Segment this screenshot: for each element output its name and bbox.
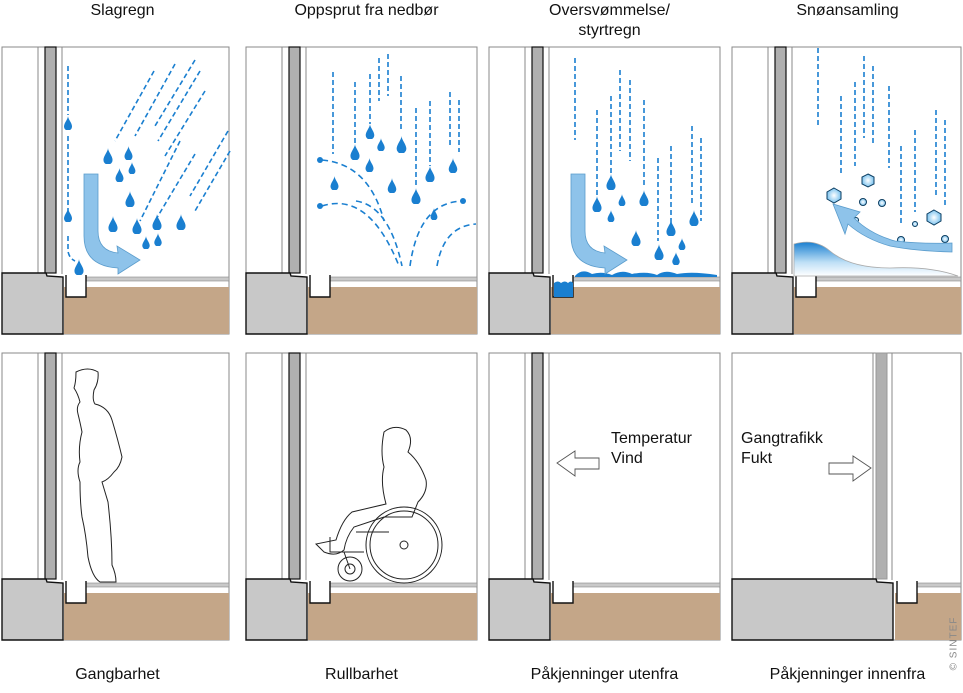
- panel-pakjenninger-innenfra: Gangtrafikk Fukt: [730, 352, 963, 642]
- panel-rullbarhet-drawing: [245, 352, 478, 641]
- title-oppsprut: Oppsprut fra nedbør: [294, 2, 439, 19]
- drain-water: [554, 281, 573, 297]
- title-snoansamling: Snøansamling: [796, 2, 899, 19]
- drain-channel: [65, 275, 87, 298]
- panel-oversvommelse-drawing: [488, 46, 721, 335]
- water-flow-arrow-icon: [83, 173, 141, 275]
- wind-arrow-icon: [832, 203, 953, 253]
- falling-snow: [817, 48, 946, 226]
- outside-loads-label: Temperatur Vind: [611, 429, 692, 469]
- title-slagregn: Slagregn: [90, 2, 155, 19]
- wheelchair-user-icon: [314, 426, 443, 584]
- caption-rullbarhet: Rullbarhet: [325, 666, 398, 683]
- flood-water: [575, 271, 717, 277]
- panel-gangbarhet-drawing: [1, 352, 230, 641]
- caption-gangbarhet: Gangbarhet: [75, 666, 160, 683]
- caption-pakjenninger-utenfra: Påkjenninger utenfra: [530, 666, 679, 683]
- arrow-left-icon: [556, 450, 600, 477]
- arrow-right-icon: [828, 455, 872, 482]
- panel-oversvommelse: [487, 46, 722, 336]
- panel-oppsprut: [244, 46, 479, 336]
- panel-snoansamling-drawing: [731, 46, 962, 335]
- panel-rullbarhet: [244, 352, 479, 642]
- label-temperatur: Temperatur: [611, 430, 692, 447]
- label-fukt: Fukt: [741, 450, 773, 467]
- credit-text: © SINTEF: [948, 616, 960, 671]
- panel-oppsprut-drawing: [245, 46, 478, 335]
- panel-gangbarhet: [0, 352, 235, 642]
- panel-snoansamling: [730, 46, 963, 336]
- panel-slagregn: [0, 46, 235, 336]
- concrete-foundation: [1, 272, 64, 335]
- water-flow-arrow-icon: [570, 173, 628, 275]
- splash-arcs: [321, 159, 477, 267]
- panel-slagregn-drawing: [1, 46, 231, 335]
- falling-rain: [574, 58, 702, 241]
- label-vind: Vind: [611, 450, 643, 467]
- walking-person-icon: [73, 368, 123, 583]
- credit: © SINTEF: [947, 600, 961, 690]
- falling-rain: [332, 54, 460, 186]
- title-oversvommelse-line2: styrtregn: [578, 22, 641, 39]
- driving-rain: [114, 59, 231, 222]
- inside-loads-label: Gangtrafikk Fukt: [741, 429, 823, 469]
- panel-pakjenninger-utenfra-drawing: [488, 352, 721, 641]
- panel-pakjenninger-utenfra: Temperatur Vind: [487, 352, 722, 642]
- wall-core: [44, 46, 57, 274]
- soil: [64, 287, 229, 334]
- title-oversvommelse: Oversvømmelse/ styrtregn: [487, 1, 732, 41]
- paving: [85, 276, 230, 282]
- title-oversvommelse-line1: Oversvømmelse/: [549, 2, 670, 19]
- snow-drift: [793, 241, 959, 277]
- panel-pakjenninger-innenfra-drawing: [731, 352, 962, 641]
- label-gangtrafikk: Gangtrafikk: [741, 430, 823, 447]
- caption-pakjenninger-innenfra: Påkjenninger innenfra: [769, 666, 926, 683]
